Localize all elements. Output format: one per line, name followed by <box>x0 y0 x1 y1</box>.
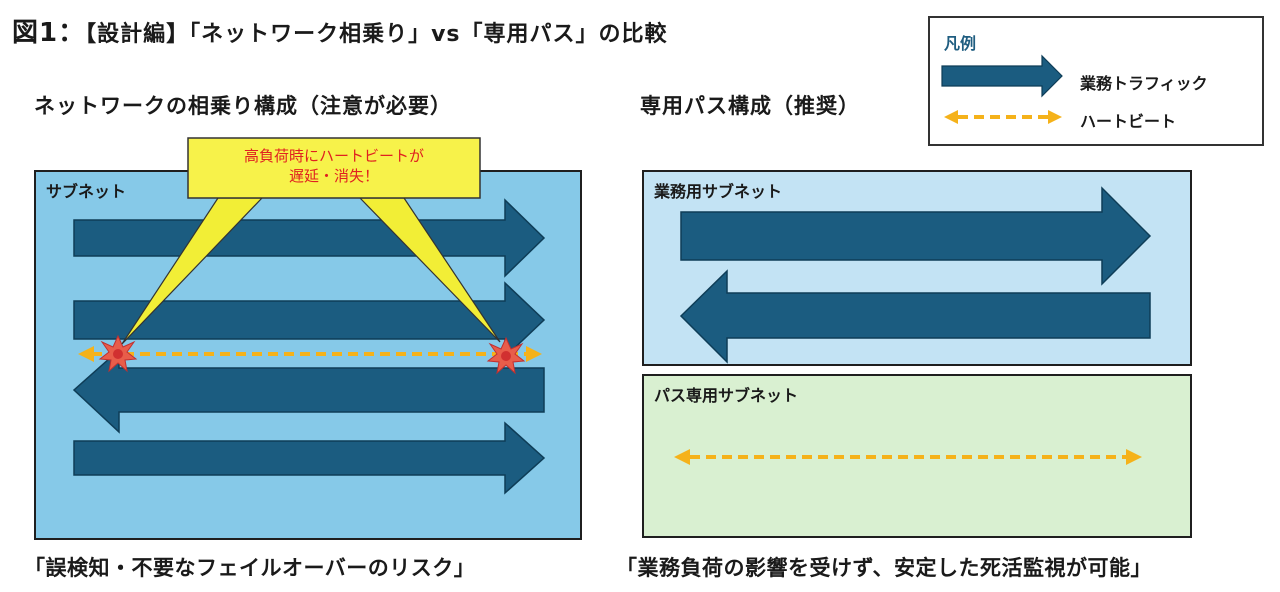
path-subnet-label: パス専用サブネット <box>654 386 799 405</box>
legend-heartbeat-label: ハートビート <box>1080 112 1177 131</box>
callout-box <box>187 137 481 199</box>
heartbeat-head-left-b <box>526 346 542 362</box>
heartbeat-head-right-b <box>1126 449 1142 465</box>
callout-line-1: 高負荷時にハートビートが <box>243 147 424 165</box>
heartbeat-head-right-a <box>674 449 690 465</box>
callout-text: 高負荷時にハートビートが 遅延・消失！ <box>188 146 480 186</box>
legend-traffic-arrow <box>941 54 1063 98</box>
burst-icon-right <box>486 336 526 375</box>
burst-icon-left <box>98 334 138 373</box>
business-arrow-right <box>680 186 1152 286</box>
callout-line-2: 遅延・消失！ <box>288 167 379 185</box>
legend-traffic-label: 業務トラフィック <box>1080 74 1208 93</box>
heartbeat-head-left-a <box>78 346 94 362</box>
business-arrow-left <box>679 269 1151 364</box>
legend-swatches <box>941 54 1063 124</box>
right-heading: 専用パス構成（推奨） <box>640 94 860 118</box>
title-prefix: 図1： <box>12 18 86 48</box>
right-caption: 「業務負荷の影響を受けず、安定した死活監視が可能」 <box>616 556 1153 580</box>
left-heading: ネットワークの相乗り構成（注意が必要） <box>34 94 452 118</box>
traffic-arrow-3 <box>72 348 545 434</box>
shared-subnet-label: サブネット <box>46 182 127 201</box>
traffic-arrow-1 <box>73 198 546 278</box>
page-title: 図1：【設計編】「ネットワーク相乗り」vs「専用パス」の比較 <box>12 12 668 49</box>
traffic-arrow-2 <box>73 281 546 359</box>
title-text: 【設計編】「ネットワーク相乗り」vs「専用パス」の比較 <box>85 22 668 47</box>
legend-title: 凡例 <box>944 34 977 53</box>
left-caption: 「誤検知・不要なフェイルオーバーのリスク」 <box>24 556 476 580</box>
business-subnet-label: 業務用サブネット <box>654 182 783 201</box>
traffic-arrow-4 <box>73 421 546 495</box>
legend: 凡例 業務トラフィック ハートビート <box>928 16 1264 146</box>
